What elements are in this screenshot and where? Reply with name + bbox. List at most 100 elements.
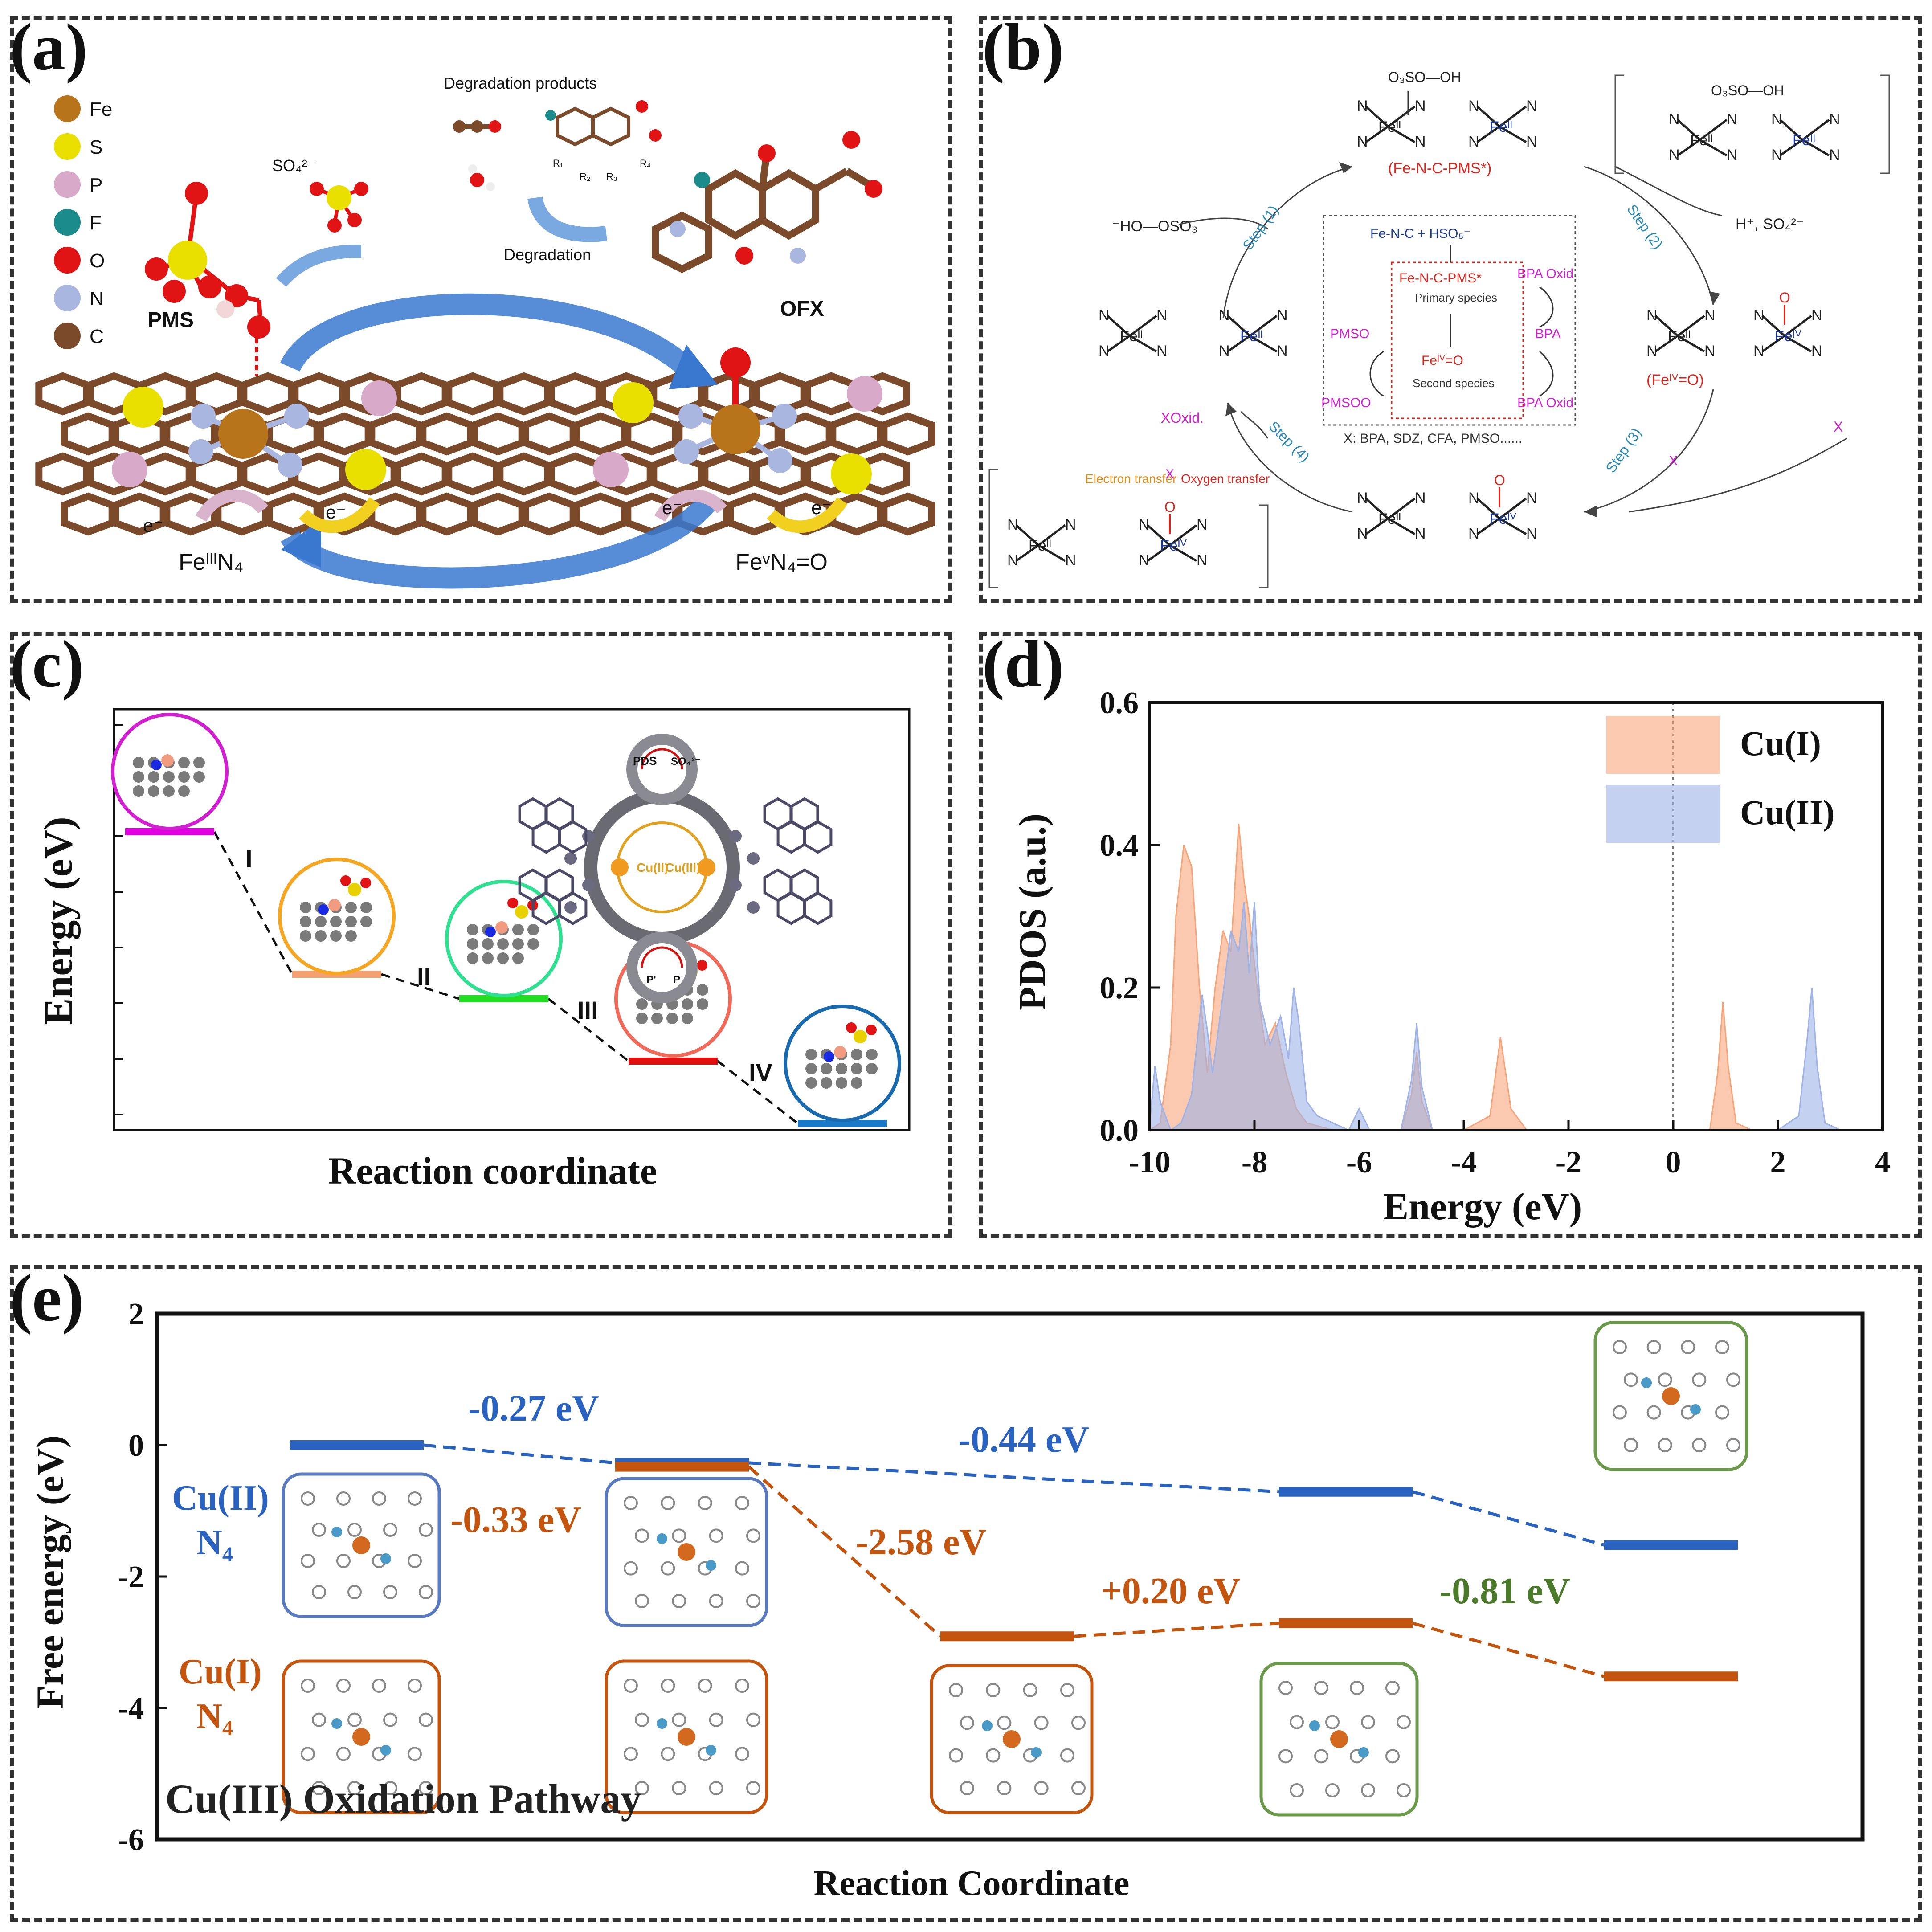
carbon-atom bbox=[512, 938, 524, 950]
graphene-ring bbox=[138, 452, 193, 496]
carbon-atom bbox=[821, 1077, 832, 1089]
carbon-atom bbox=[315, 916, 327, 927]
lattice-atom bbox=[1385, 1681, 1400, 1695]
ofx-atoms bbox=[670, 131, 882, 265]
lattice-atom bbox=[1325, 1783, 1340, 1797]
n-atom-label: N bbox=[1415, 525, 1426, 542]
second-species-label: Second species bbox=[1413, 376, 1495, 390]
x-tick-label: -10 bbox=[1129, 1145, 1170, 1180]
cu1-n4-label-2: N₄ bbox=[196, 1697, 233, 1736]
lattice-atom bbox=[336, 1554, 351, 1568]
electron-transfer-label: Electron transfer bbox=[1085, 472, 1176, 486]
x-tick-label: 4 bbox=[1875, 1145, 1891, 1180]
free-energy-ylabel: Free energy (eV) bbox=[29, 1435, 71, 1709]
lattice-atom bbox=[986, 1748, 1001, 1763]
x-list-label: X: BPA, SDZ, CFA, PMSO...... bbox=[1344, 431, 1522, 446]
lattice-atom bbox=[635, 1712, 649, 1727]
graphene-ring bbox=[240, 372, 295, 416]
graphene-ring bbox=[317, 412, 372, 456]
o3so-oh-label: O₃SO—OH bbox=[1388, 69, 1461, 85]
n-atom bbox=[380, 1553, 391, 1564]
lattice-atom bbox=[698, 1496, 712, 1510]
carbon-atom bbox=[467, 952, 478, 964]
fe-atom-label: Feᴵᴵ bbox=[1378, 511, 1401, 527]
legend-label-n: N bbox=[90, 288, 104, 310]
step-i-label: I bbox=[245, 845, 253, 873]
carbon-atom bbox=[178, 771, 190, 783]
y-tick-label: 0.0 bbox=[1100, 1114, 1139, 1148]
energy-annotation-1: -0.27 eV bbox=[468, 1388, 599, 1429]
lattice-atom bbox=[419, 1523, 433, 1537]
lattice-atom bbox=[661, 1496, 675, 1510]
lattice-atom bbox=[408, 1679, 422, 1693]
carbon-atom bbox=[682, 1013, 693, 1024]
lattice-atom bbox=[419, 1712, 433, 1727]
lattice-atom bbox=[383, 1781, 397, 1795]
ofx-label: OFX bbox=[780, 297, 824, 321]
n-atom-label: N bbox=[1526, 490, 1537, 506]
lattice-atom bbox=[408, 1554, 422, 1568]
cycle-arrowhead-bottom bbox=[281, 519, 321, 568]
cycle-arrow-top bbox=[280, 293, 698, 380]
lattice-atom bbox=[986, 1683, 1001, 1697]
pmso-arrow bbox=[1369, 351, 1384, 397]
lattice-atom bbox=[408, 1747, 422, 1761]
bpa-label: BPA bbox=[1535, 327, 1561, 341]
graphene-ring bbox=[573, 412, 628, 456]
carbon-atom bbox=[666, 1013, 678, 1024]
bpa-arrow-top bbox=[1539, 286, 1554, 328]
carbon-atom bbox=[193, 771, 205, 783]
n-atom bbox=[485, 927, 496, 937]
carbon-atom bbox=[805, 1077, 817, 1089]
legend-label-1: Cu(I) bbox=[1740, 724, 1821, 763]
carbon-atom bbox=[330, 916, 342, 927]
lattice-atom bbox=[960, 1716, 974, 1730]
n-atom-label: N bbox=[1771, 147, 1782, 163]
lattice-atom bbox=[709, 1594, 723, 1608]
step-1-label: Step (1) bbox=[1239, 202, 1282, 253]
graphene-ring bbox=[419, 412, 474, 456]
o-atom bbox=[507, 898, 518, 908]
fe-atom-label: Feᴵⱽ bbox=[1775, 328, 1801, 345]
graphene-ring bbox=[394, 452, 449, 496]
pds-label: PDS bbox=[633, 754, 657, 768]
lattice-atom bbox=[661, 1561, 675, 1576]
electron-arrows bbox=[195, 489, 848, 533]
n-atom-label: N bbox=[1357, 490, 1368, 506]
pms-molecule bbox=[145, 182, 270, 376]
degradation-label: Degradation bbox=[504, 245, 591, 264]
lattice-atom bbox=[1624, 1438, 1638, 1452]
cu-atom bbox=[1662, 1387, 1680, 1405]
lattice-atom bbox=[312, 1781, 326, 1795]
carbon-atom bbox=[512, 924, 524, 935]
lattice-atom bbox=[1325, 1715, 1340, 1729]
carbon-atom bbox=[697, 984, 708, 996]
y-tick-label: 0.2 bbox=[1100, 971, 1139, 1005]
lattice-atom bbox=[1361, 1715, 1375, 1729]
cycle-arrow-bottom bbox=[281, 494, 718, 589]
lattice-atom bbox=[661, 1747, 675, 1761]
bracket-right bbox=[1880, 74, 1890, 174]
lattice-atom bbox=[1060, 1683, 1074, 1697]
carbon-atom bbox=[482, 938, 494, 950]
legend-swatch-o bbox=[54, 247, 81, 274]
graphene-ring bbox=[35, 452, 90, 496]
n-atom-label: N bbox=[1753, 343, 1765, 359]
n-atom-label: N bbox=[1669, 111, 1680, 128]
carbon-atom bbox=[360, 916, 372, 927]
degradation-arrow bbox=[527, 196, 608, 242]
fe3-site bbox=[112, 380, 397, 490]
fe-atom-label: Feᴵᴵ bbox=[1240, 328, 1263, 345]
lattice-atom bbox=[1314, 1681, 1328, 1695]
lattice-atom bbox=[1034, 1781, 1049, 1795]
n-atom-label: N bbox=[1007, 552, 1018, 569]
graphene-ring bbox=[61, 492, 116, 536]
cu2-n4-label-2: N₄ bbox=[196, 1523, 233, 1562]
fe5-site bbox=[593, 347, 882, 494]
